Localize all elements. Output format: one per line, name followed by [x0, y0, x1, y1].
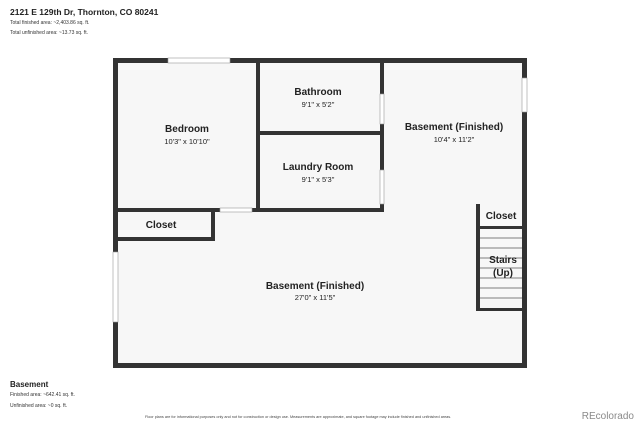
room-bathroom-name: Bathroom [294, 87, 341, 98]
walls [113, 58, 527, 368]
room-basement-main-name: Basement (Finished) [266, 281, 364, 292]
room-basement-right-dim: 10'4" x 11'2" [434, 135, 475, 144]
room-closet-right-name: Closet [486, 211, 517, 222]
stairs-label-line1: Stairs [489, 255, 517, 266]
brand-logo: REcolorado [581, 411, 634, 422]
level-finished-area: Finished area: ~642.41 sq. ft. [10, 392, 75, 398]
property-address: 2121 E 129th Dr, Thornton, CO 80241 [10, 7, 159, 17]
floor-area [114, 60, 526, 366]
disclaimer: Floor plans are for informational purpos… [145, 415, 452, 419]
room-bedroom-name: Bedroom [165, 124, 209, 135]
room-laundry-dim: 9'1" x 5'3" [302, 175, 335, 184]
total-finished-area: Total finished area: ~2,403.86 sq. ft. [10, 20, 90, 26]
room-basement-right-name: Basement (Finished) [405, 122, 503, 133]
room-bedroom-dim: 10'3" x 10'10" [164, 137, 210, 146]
total-unfinished-area: Total unfinished area: ~13.73 sq. ft. [10, 30, 88, 36]
room-laundry-name: Laundry Room [283, 162, 354, 173]
level-unfinished-area: Unfinished area: ~0 sq. ft. [10, 403, 68, 409]
level-name: Basement [10, 380, 49, 389]
room-basement-main-dim: 27'0" x 11'5" [295, 293, 336, 302]
room-closet-left-name: Closet [146, 220, 177, 231]
stair-treads [480, 237, 522, 299]
openings [112, 57, 528, 323]
stairs-label-line2: (Up) [493, 268, 513, 279]
room-bathroom-dim: 9'1" x 5'2" [302, 100, 335, 109]
